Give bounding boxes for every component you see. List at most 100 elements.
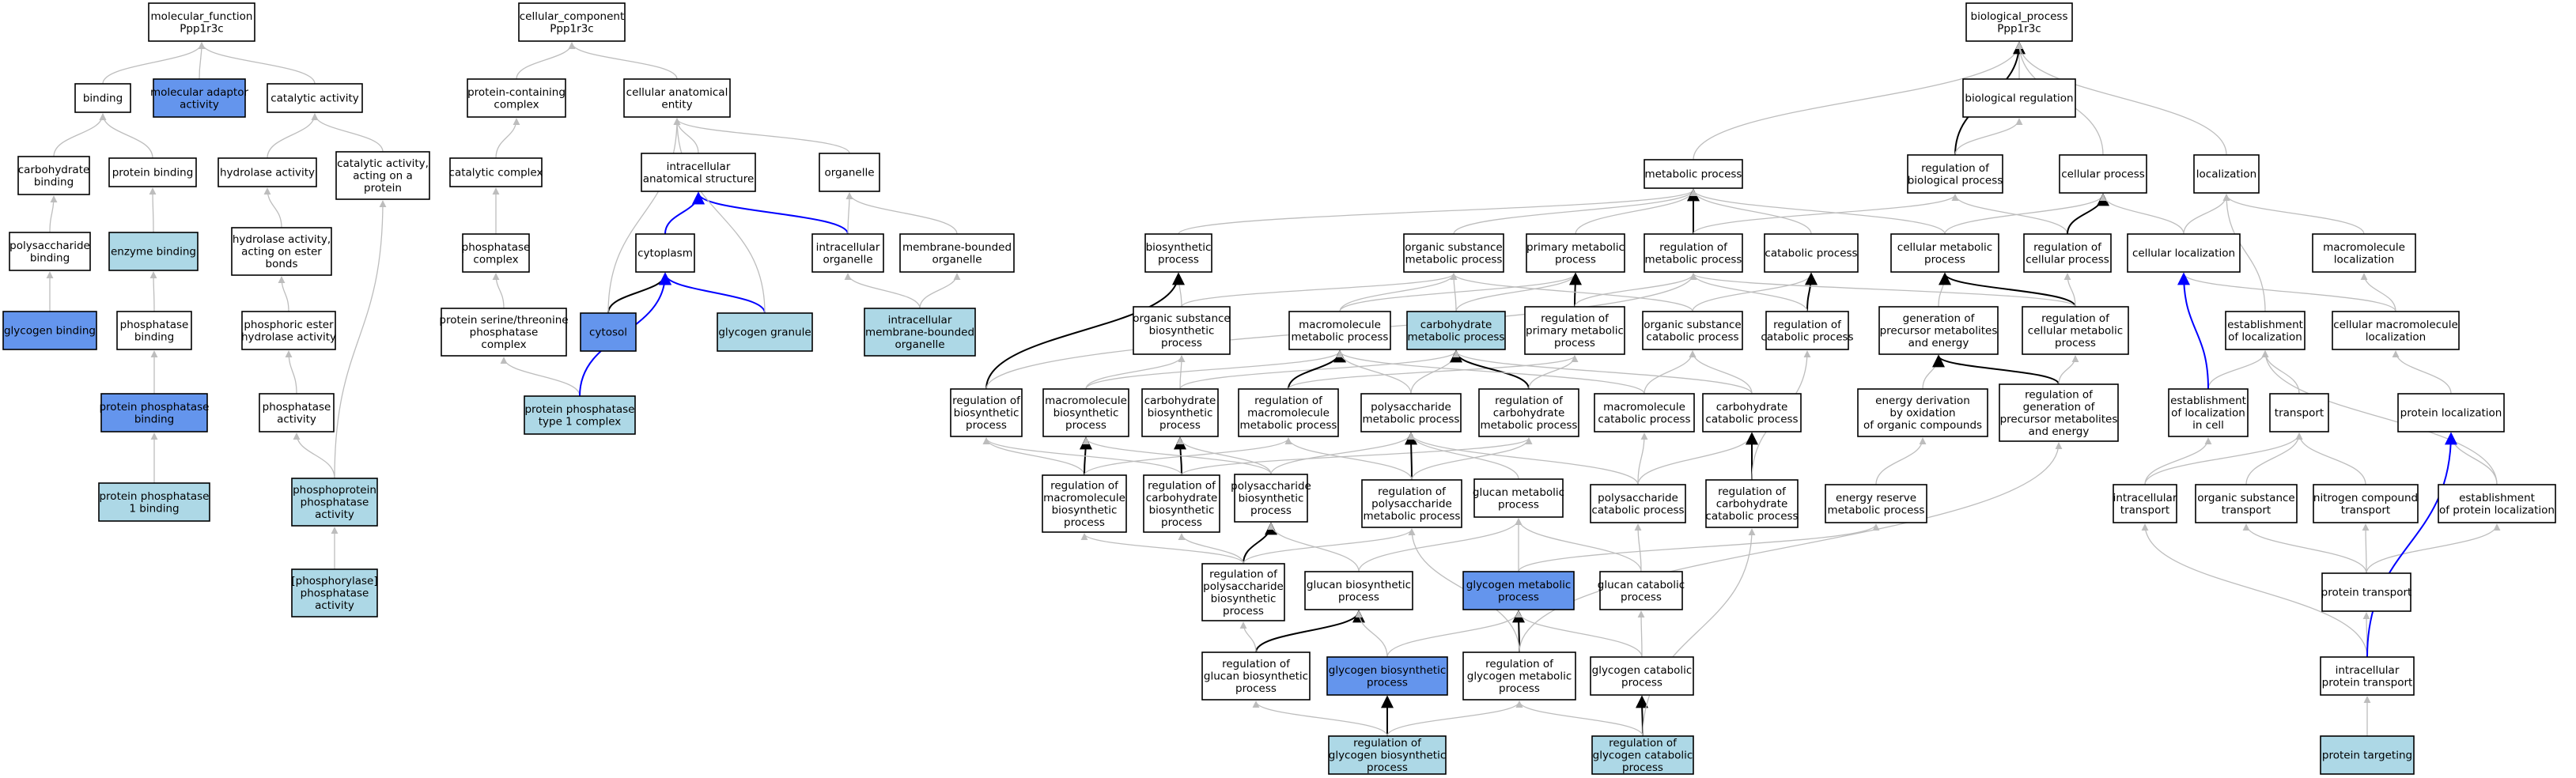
edge-blue	[2366, 432, 2457, 658]
node-label-line: metabolic process	[1364, 510, 1461, 523]
node-label-line: transport	[2275, 407, 2324, 420]
edge-gray	[334, 200, 387, 479]
node-label-line: glycogen biosynthetic	[1329, 664, 1447, 677]
edge-gray	[1181, 273, 1458, 308]
node-label-line: biosynthetic	[1053, 407, 1119, 420]
edge-black	[1288, 349, 1346, 390]
node-label-line: complex	[481, 338, 526, 351]
node-label-line: catabolic process	[1646, 330, 1738, 343]
edge-gray	[2242, 523, 2367, 574]
node-label-line: membrane-bounded	[902, 241, 1012, 254]
node-label-line: biosynthetic	[1211, 592, 1277, 605]
edge-gray	[1515, 610, 1643, 658]
edge-gray	[2063, 273, 2076, 308]
node-label-line: energy reserve	[1836, 492, 1916, 504]
node-label-line: phosphatase	[120, 319, 189, 331]
node-label-line: localization	[2196, 168, 2256, 181]
node-label-line: localization	[2366, 330, 2426, 343]
node-label-line: membrane-bounded	[865, 327, 974, 339]
node-label-line: binding	[134, 413, 174, 425]
edge-gray	[198, 42, 316, 85]
edge-gray	[492, 273, 505, 309]
edge-gray	[1339, 273, 1579, 312]
node-reg-polysaccharide-biosynthetic: regulation ofpolysaccharidebiosyntheticp…	[1201, 563, 1285, 621]
node-catabolic: catabolic process	[1764, 233, 1859, 273]
node-label-line: protein transport	[2322, 676, 2413, 689]
edge-gray	[1689, 189, 1946, 235]
node-box	[241, 311, 336, 350]
node-label-line: regulation of	[1050, 479, 1119, 492]
node-label-line: process	[1158, 253, 1199, 266]
node-label-line: binding	[34, 176, 74, 188]
node-label-line: establishment	[2227, 319, 2303, 331]
node-label-line: transport	[2120, 504, 2169, 516]
node-label-line: hydrolase activity,	[233, 233, 331, 246]
node-label-line: protein-containing	[467, 86, 566, 99]
node-label-line: molecular_function	[151, 10, 253, 23]
node-box	[811, 233, 884, 273]
node-label-line: macromolecule	[1247, 407, 1330, 420]
node-box	[2059, 154, 2147, 194]
node-box	[2, 311, 97, 350]
node-box	[1361, 479, 1462, 528]
node-label-line: glucan catabolic	[1598, 579, 1685, 591]
edge-gray	[2222, 194, 2266, 312]
edge-gray	[2207, 350, 2269, 390]
node-label-line: catabolic process	[1705, 510, 1798, 523]
node-box	[1462, 571, 1575, 610]
node-label-line: metabolic process	[1828, 504, 1925, 516]
node-label-line: carbohydrate	[18, 164, 90, 176]
edge-gray	[2141, 523, 2368, 658]
node-box	[899, 233, 1015, 273]
node-label-line: protein targeting	[2322, 750, 2412, 762]
node-organelle: organelle	[819, 153, 880, 192]
node-cytosol: cytosol	[580, 312, 637, 352]
node-label-line: phosphatase	[301, 497, 369, 509]
edge-layer	[46, 41, 2501, 737]
edge-gray	[495, 118, 520, 159]
edge-gray	[149, 271, 157, 312]
node-box	[2438, 484, 2556, 523]
node-label-line: glucan biosynthetic	[1204, 670, 1308, 683]
edge-gray	[1386, 701, 1523, 737]
node-label-line: complex	[494, 98, 539, 111]
node-label-line: regulation of	[1353, 737, 1422, 750]
node-box	[17, 156, 90, 195]
edge-gray	[1267, 523, 1360, 572]
node-label-line: organic substance	[2197, 492, 2294, 504]
node-label-line: process	[1161, 337, 1202, 349]
node-box	[635, 233, 695, 273]
edge-gray	[1080, 533, 1244, 565]
edge-gray	[102, 42, 206, 85]
edge-gray	[1693, 42, 2023, 161]
edge-black	[607, 272, 671, 314]
node-label-line: activity	[315, 599, 354, 612]
node-label-line: Ppp1r3c	[180, 22, 223, 35]
edge-black	[985, 272, 1185, 390]
node-label-line: cellular anatomical	[626, 86, 728, 99]
node-label-line: acting on ester	[241, 246, 322, 259]
node-label-line: biosynthetic	[1149, 325, 1215, 338]
node-box	[1825, 484, 1927, 523]
node-label-line: process	[1924, 253, 1965, 266]
node-biological-regulation: biological regulation	[1962, 78, 2076, 118]
edge-gray	[1355, 610, 1388, 658]
node-box	[641, 153, 756, 192]
edge-black	[1255, 610, 1365, 653]
node-box	[98, 482, 210, 522]
edge-gray	[1178, 533, 1244, 565]
node-label-line: regulation of	[1541, 312, 1610, 325]
edge-gray	[1644, 350, 1697, 395]
edge-gray	[99, 113, 153, 159]
